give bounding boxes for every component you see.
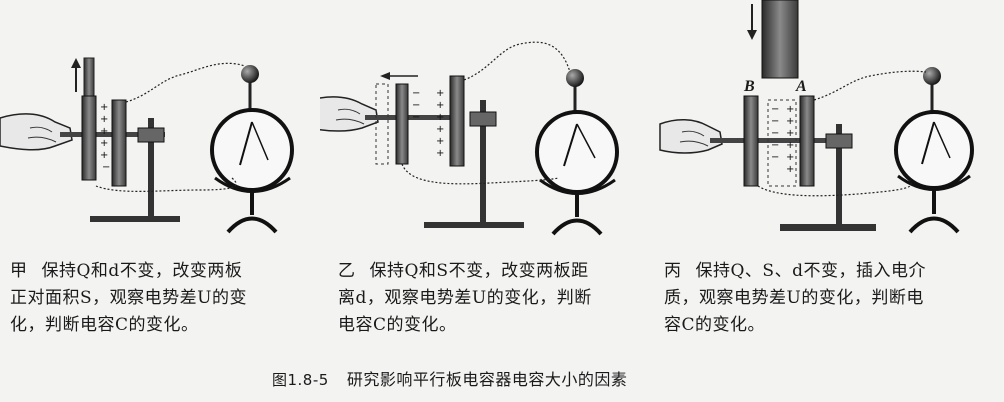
plate-label-b: B [744, 78, 755, 95]
caption-line: 电容C的变化。 [338, 315, 457, 335]
caption-line: 保持Q和d不变，改变两板 [41, 261, 243, 281]
svg-text:+: + [436, 88, 444, 99]
panel-jia-illustration: +++++ − [0, 57, 294, 234]
svg-text:−: − [771, 140, 779, 151]
capacitor-plate-icon: ++++++ −−−−− [743, 95, 815, 187]
panel-bing-caption: 丙保持Q、S、d不变，插入电介 质，观察电势差U的变化，判断电 容C的变化。 [664, 258, 926, 339]
svg-text:+: + [100, 102, 108, 113]
svg-text:+: + [436, 148, 444, 159]
figure-title: 研究影响平行板电容器电容大小的因素 [346, 370, 628, 389]
panel-tag: 甲 [10, 261, 28, 281]
plate-label-a: A [796, 78, 807, 95]
clamp-stand-icon [90, 118, 180, 222]
caption-line: 容C的变化。 [664, 315, 766, 335]
svg-text:+: + [100, 114, 108, 125]
svg-text:−: − [771, 152, 779, 163]
clamp-stand-icon [424, 100, 524, 228]
svg-text:+: + [436, 124, 444, 135]
panel-yi-caption: 乙保持Q和S不变，改变两板距 离d，观察电势差U的变化，判断 电容C的变化。 [338, 258, 592, 339]
hand-icon [659, 119, 723, 154]
svg-text:+: + [786, 128, 794, 139]
svg-text:−: − [412, 112, 420, 123]
svg-text:+: + [436, 136, 444, 147]
electroscope-icon [535, 69, 619, 236]
svg-text:+: + [786, 164, 794, 175]
svg-text:+: + [786, 152, 794, 163]
svg-text:−: − [771, 116, 779, 127]
svg-text:+: + [786, 116, 794, 127]
arrow-up-icon [71, 58, 81, 92]
panel-tag: 乙 [338, 261, 356, 281]
panel-yi-illustration: ++++++ −−− [320, 41, 619, 236]
figure-caption: 图1.8-5 研究影响平行板电容器电容大小的因素 [272, 366, 627, 390]
caption-line: 保持Q、S、d不变，插入电介 [695, 261, 926, 281]
arrow-down-icon [747, 4, 757, 40]
hatched-plate [83, 57, 95, 99]
electroscope-icon [894, 67, 974, 234]
capacitor-plate-icon: +++++ − [81, 95, 127, 187]
caption-line: 质，观察电势差U的变化，判断电 [664, 288, 924, 308]
dielectric-slab [761, 0, 799, 79]
svg-text:−: − [412, 88, 420, 99]
svg-text:−: − [771, 104, 779, 115]
panel-tag: 丙 [664, 261, 682, 281]
svg-text:+: + [786, 140, 794, 151]
svg-text:+: + [100, 126, 108, 137]
svg-text:−: − [412, 100, 420, 111]
caption-line: 保持Q和S不变，改变两板距 [369, 261, 589, 281]
hand-icon [320, 96, 379, 132]
clamp-stand-icon [780, 124, 876, 231]
panel-bing-illustration: ++++++ −−−−− [659, 0, 974, 234]
caption-line: 正对面积S，观察电势差U的变 [10, 288, 247, 308]
capacitor-plate-icon: ++++++ −−− [375, 75, 465, 167]
caption-line: 离d，观察电势差U的变化，判断 [338, 288, 592, 308]
caption-line: 化，判断电容C的变化。 [10, 315, 199, 335]
svg-text:+: + [436, 112, 444, 123]
svg-text:+: + [100, 138, 108, 149]
electroscope-icon [210, 65, 294, 234]
arrow-left-icon [380, 72, 418, 80]
svg-text:−: − [771, 128, 779, 139]
figure-number: 图1.8-5 [272, 371, 329, 389]
hand-icon [0, 113, 73, 151]
svg-text:+: + [786, 104, 794, 115]
svg-text:+: + [100, 150, 108, 161]
panel-jia-caption: 甲保持Q和d不变，改变两板 正对面积S，观察电势差U的变 化，判断电容C的变化。 [10, 258, 247, 339]
svg-text:+: + [436, 100, 444, 111]
svg-text:−: − [102, 162, 110, 173]
